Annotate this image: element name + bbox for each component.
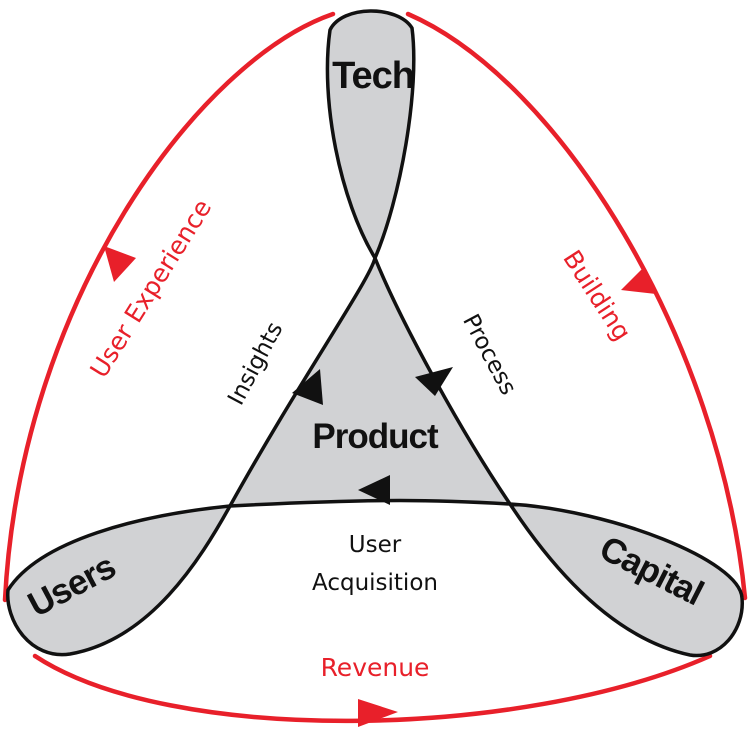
building-arrow bbox=[621, 267, 656, 294]
user-experience-curve bbox=[2, 11, 336, 603]
user-acquisition-label-line1: User bbox=[349, 532, 402, 558]
insights-label: Insights bbox=[223, 318, 288, 410]
capital-lobe bbox=[508, 502, 744, 658]
product-label: Product bbox=[312, 417, 439, 456]
building-label: Building bbox=[557, 245, 637, 346]
insights-arrow bbox=[292, 369, 323, 405]
users-lobe bbox=[6, 504, 232, 657]
user-experience-arrow bbox=[104, 246, 136, 282]
process-label: Process bbox=[457, 310, 521, 399]
user-acquisition-arrow bbox=[358, 475, 390, 505]
revenue-curve bbox=[32, 653, 713, 724]
revenue-label: Revenue bbox=[321, 653, 430, 682]
user-acquisition-label-line2: Acquisition bbox=[312, 570, 438, 596]
building-curve bbox=[405, 11, 748, 601]
tech-label: Tech bbox=[332, 55, 414, 97]
revenue-arrow bbox=[358, 699, 398, 727]
user-experience-label: User Experience bbox=[84, 194, 217, 383]
process-arrow bbox=[415, 367, 453, 396]
tech-lobe bbox=[228, 9, 512, 508]
